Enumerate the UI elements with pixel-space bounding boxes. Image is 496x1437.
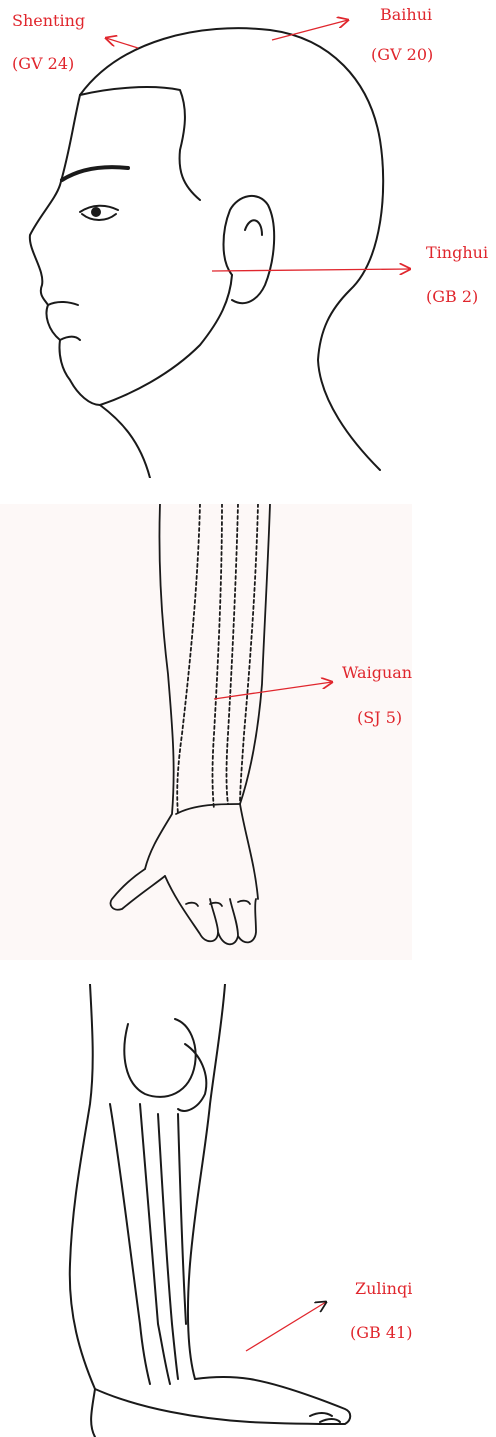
fingers [165, 876, 256, 944]
lower-leg-foot-drawing [0, 984, 496, 1437]
thumb [110, 869, 165, 910]
lower-leg-panel: Zulinqi (GB 41) [0, 984, 496, 1437]
zulinqi-code: (GB 41) [350, 1324, 412, 1342]
forearm-panel: Waiguan (SJ 5) [0, 504, 412, 960]
tinghui-code: (GB 2) [426, 288, 478, 306]
shenting-arrow [0, 0, 496, 478]
waiguan-label: Waiguan [342, 664, 412, 682]
zulinqi-label: Zulinqi [355, 1280, 412, 1298]
forearm-outline-left [145, 504, 174, 869]
foot [95, 1377, 350, 1424]
kneecap [124, 1019, 195, 1097]
baihui-code: (GV 20) [371, 46, 433, 64]
head-panel: Shenting (GV 24) Baihui (GV 20) Tinghui … [0, 0, 496, 478]
shenting-label: Shenting [12, 12, 85, 30]
waiguan-code: (SJ 5) [357, 709, 402, 727]
leg-outline-back [70, 984, 95, 1437]
forearm-hand-drawing [0, 504, 412, 960]
forearm-outline-right [240, 504, 270, 899]
baihui-label: Baihui [380, 6, 432, 24]
tinghui-label: Tinghui [426, 244, 488, 262]
shenting-code: (GV 24) [12, 55, 74, 73]
